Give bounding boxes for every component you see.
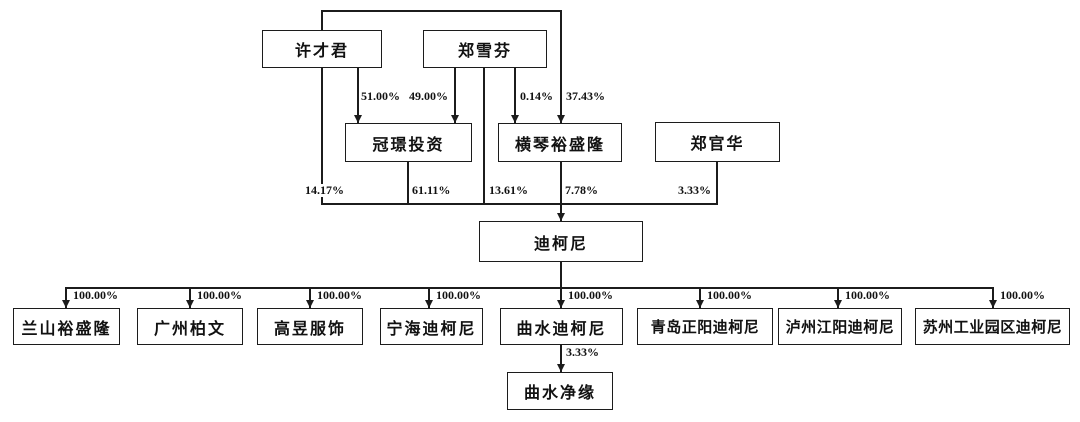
- node-zheng-xuefen: 郑雪芬: [423, 30, 547, 68]
- node-lanshan-yushenglong: 兰山裕盛隆: [13, 308, 120, 345]
- node-hengqin-yushenglong: 横琴裕盛隆: [498, 123, 622, 162]
- edge-label-dikeni-suzhou: 100.00%: [998, 288, 1047, 302]
- edge-label-zheng-guanjing: 49.00%: [407, 89, 450, 103]
- connector-subsidiary-bus: [65, 287, 994, 289]
- node-label: 曲水净缘: [523, 385, 596, 402]
- edge-label-dikeni-gaoyu: 100.00%: [315, 288, 364, 302]
- node-label: 青岛正阳迪柯尼: [650, 320, 760, 336]
- connector-drop-lanshan: [65, 287, 67, 308]
- node-suzhou-industrial-park-dikeni: 苏州工业园区迪柯尼: [915, 308, 1070, 345]
- connector-bus-dikeni-drop: [560, 203, 562, 221]
- connector-zheng-dikeni: [483, 68, 485, 203]
- edge-label-dikeni-ninghai: 100.00%: [434, 288, 483, 302]
- arrowhead-icon: [556, 300, 565, 308]
- arrowhead-icon: [556, 213, 565, 221]
- edge-label-zhengguanhua-dikeni: 3.33%: [676, 183, 713, 197]
- connector-drop-suzhou: [992, 287, 994, 308]
- node-label: 广州柏文: [153, 320, 226, 338]
- arrowhead-icon: [185, 300, 194, 308]
- node-label: 泸州江阳迪柯尼: [785, 320, 895, 336]
- edge-label-hengqin-dikeni: 7.78%: [563, 183, 600, 197]
- node-label: 高昱服饰: [273, 320, 346, 338]
- node-label: 迪柯尼: [533, 235, 588, 253]
- arrowhead-icon: [305, 300, 314, 308]
- connector-dikeni-out: [560, 262, 562, 288]
- node-qushui-jingyuan: 曲水净缘: [507, 372, 613, 410]
- node-label: 横琴裕盛隆: [514, 136, 605, 154]
- edge-label-zheng-hengqin: 0.14%: [518, 89, 555, 103]
- arrowhead-icon: [450, 115, 459, 123]
- arrowhead-icon: [556, 364, 565, 372]
- connector-drop-ninghai: [428, 287, 430, 308]
- connector-guanjing-bus: [407, 162, 409, 204]
- node-label: 郑官华: [690, 136, 745, 153]
- connector-xu-guanjing: [357, 68, 359, 123]
- edge-label-dikeni-luzhou: 100.00%: [843, 288, 892, 302]
- arrowhead-icon: [988, 300, 997, 308]
- node-dikeni: 迪柯尼: [479, 221, 643, 262]
- node-guangzhou-bowen: 广州柏文: [137, 308, 243, 345]
- connector-drop-gaoyu: [309, 287, 311, 308]
- connector-drop-qingdao: [699, 287, 701, 308]
- arrowhead-icon: [61, 300, 70, 308]
- connector-zhengguanhua-bus: [716, 162, 718, 204]
- node-luzhou-jiangyang-dikeni: 泸州江阳迪柯尼: [778, 308, 902, 345]
- node-gaoyu-fushi: 高昱服饰: [257, 308, 363, 345]
- connector-qushui-jingyuan: [560, 345, 562, 372]
- edge-label-dikeni-qingdao: 100.00%: [705, 288, 754, 302]
- edge-label-dikeni-lanshan: 100.00%: [71, 288, 120, 302]
- connector-zheng-guanjing: [454, 68, 456, 123]
- node-qushui-dikeni: 曲水迪柯尼: [500, 308, 623, 345]
- connector-bus-dikeni: [321, 203, 718, 205]
- edge-label-dikeni-guangzhou: 100.00%: [195, 288, 244, 302]
- node-qingdao-zhengyang-dikeni: 青岛正阳迪柯尼: [637, 308, 773, 345]
- edge-label-xu-guanjing: 51.00%: [359, 89, 402, 103]
- node-label: 苏州工业园区迪柯尼: [922, 320, 1063, 336]
- connector-drop-luzhou: [837, 287, 839, 308]
- node-label: 冠璟投资: [372, 136, 445, 154]
- arrowhead-icon: [510, 115, 519, 123]
- edge-label-dikeni-qushui: 100.00%: [566, 288, 615, 302]
- edge-label-guanjing-dikeni: 61.11%: [410, 183, 453, 197]
- node-label: 兰山裕盛隆: [21, 320, 112, 338]
- connector-drop-guangzhou: [189, 287, 191, 308]
- node-label: 曲水迪柯尼: [516, 320, 607, 338]
- connector-top-horizontal: [321, 10, 562, 12]
- arrowhead-icon: [833, 300, 842, 308]
- node-xu-caijun: 许才君: [262, 30, 382, 68]
- edge-label-zheng-dikeni: 13.61%: [487, 183, 530, 197]
- connector-drop-qushui: [560, 287, 562, 308]
- arrowhead-icon: [353, 115, 362, 123]
- arrowhead-icon: [695, 300, 704, 308]
- connector-xu-top-up: [321, 10, 323, 31]
- node-label: 郑雪芬: [457, 43, 512, 60]
- edge-label-qushui-jingyuan: 3.33%: [564, 345, 601, 359]
- connector-zheng-hengqin: [514, 68, 516, 123]
- node-guanjing-investment: 冠璟投资: [345, 123, 472, 162]
- edge-label-xu-dikeni: 14.17%: [303, 183, 346, 197]
- node-zheng-guanhua: 郑官华: [655, 122, 780, 162]
- node-label: 许才君: [294, 43, 349, 60]
- node-ninghai-dikeni: 宁海迪柯尼: [380, 308, 483, 345]
- node-label: 宁海迪柯尼: [386, 320, 477, 338]
- connector-xu-hengqin-down: [560, 10, 562, 123]
- connector-xu-dikeni: [321, 68, 323, 203]
- edge-label-xu-hengqin: 37.43%: [564, 89, 607, 103]
- arrowhead-icon: [424, 300, 433, 308]
- arrowhead-icon: [556, 115, 565, 123]
- connector-hengqin-bus: [560, 162, 562, 204]
